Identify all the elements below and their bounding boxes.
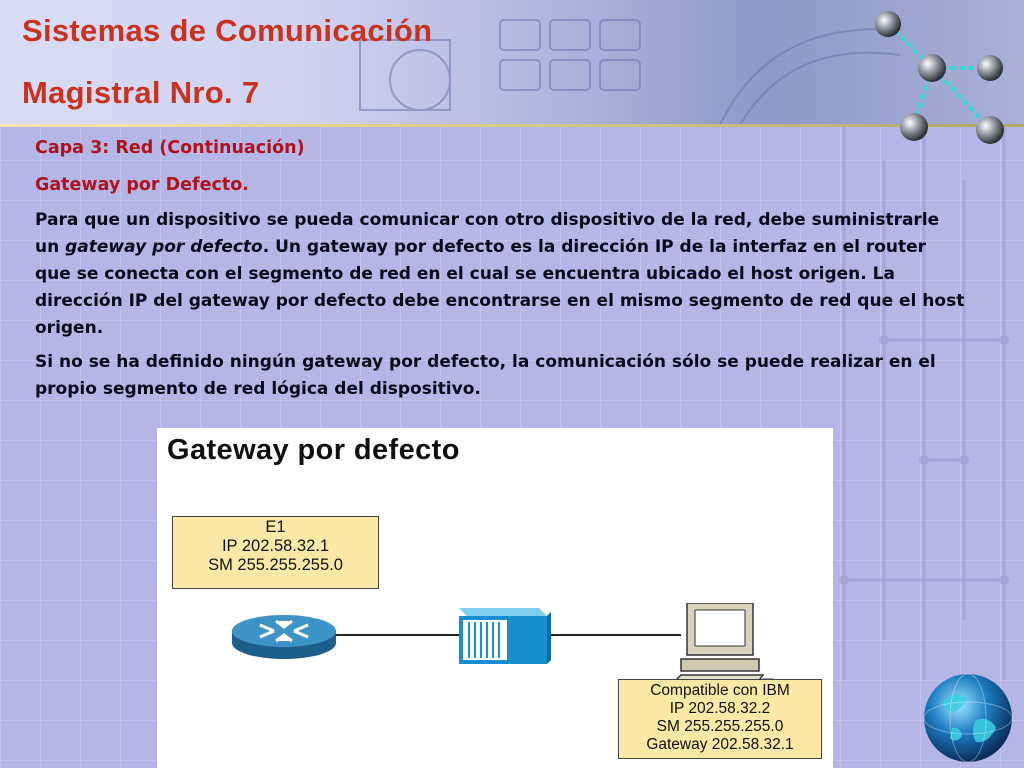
molecule-icon <box>875 11 1004 144</box>
paragraph-2: Si no se ha definido ningún gateway por … <box>35 352 936 399</box>
host-subnet-mask: SM 255.255.255.0 <box>656 718 784 735</box>
host-ip: IP 202.58.32.2 <box>669 700 771 717</box>
page-title: Sistemas de Comunicación <box>22 13 433 48</box>
link-hub-pc <box>547 634 681 636</box>
globe-icon <box>923 673 1013 763</box>
router-icon <box>232 615 336 659</box>
header-band: Sistemas de Comunicación Magistral Nro. … <box>0 0 1024 125</box>
router-subnet-mask: SM 255.255.255.0 <box>208 556 343 574</box>
router-ip: IP 202.58.32.1 <box>221 537 330 555</box>
paragraph-1-italic: gateway por defecto <box>65 237 263 257</box>
slide-content: Capa 3: Red (Continuación) Gateway por D… <box>35 134 965 403</box>
topic-heading: Gateway por Defecto. <box>35 175 249 195</box>
section-heading: Capa 3: Red (Continuación) <box>35 138 305 158</box>
paragraph-1-text-b: . Un gateway por defecto es la dirección… <box>35 237 965 338</box>
header-divider <box>0 124 1024 127</box>
computer-icon <box>673 603 774 687</box>
header-collage <box>359 19 900 125</box>
host-name: Compatible con IBM <box>650 682 790 699</box>
hub-icon <box>459 608 551 664</box>
host-gateway: Gateway 202.58.32.1 <box>646 736 794 753</box>
page-subtitle: Magistral Nro. 7 <box>22 75 260 110</box>
diagram-title: Gateway por defecto <box>167 434 460 466</box>
gateway-diagram: Gateway por defecto E1 IP 202.58.32.1 SM… <box>157 428 833 768</box>
paragraph-1-text-a: Para que un dispositivo se pueda comunic… <box>35 210 940 257</box>
paragraph-1: Para que un dispositivo se pueda comunic… <box>35 207 965 342</box>
link-router-hub <box>332 634 462 636</box>
circuit-decoration <box>839 120 1009 680</box>
router-info-box: E1 IP 202.58.32.1 SM 255.255.255.0 <box>172 516 379 589</box>
router-interface: E1 <box>265 518 286 536</box>
host-info-box: Compatible con IBM IP 202.58.32.2 SM 255… <box>618 679 822 759</box>
